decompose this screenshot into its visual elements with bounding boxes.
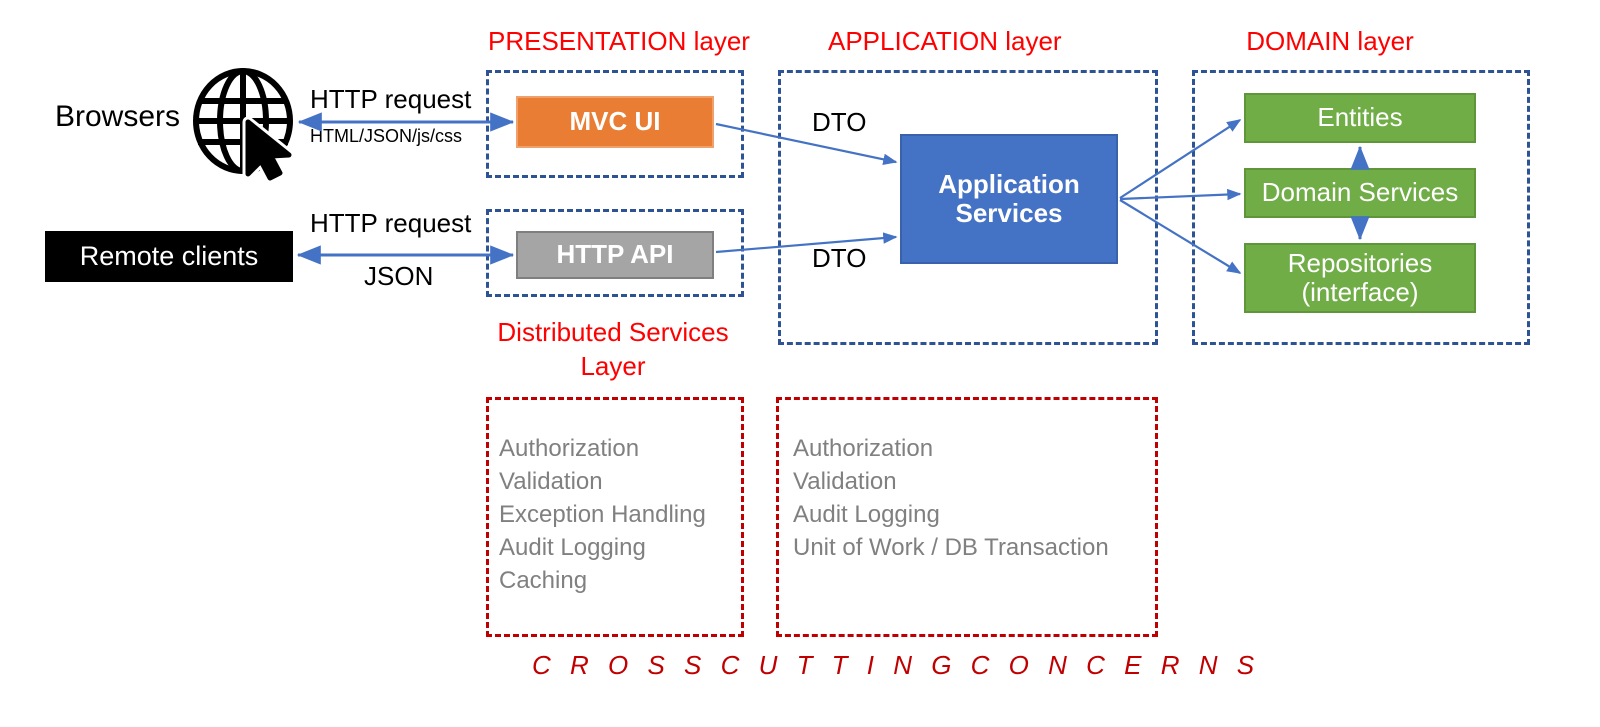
list-item: Validation [499, 468, 603, 495]
client-response-label: JSON [364, 261, 434, 291]
list-item: Audit Logging [793, 501, 940, 528]
repositories-line1: Repositories [1287, 247, 1433, 278]
browsers-label: Browsers [55, 100, 181, 133]
browser-response-label: HTML/JSON/js/css [310, 126, 463, 146]
list-item: Exception Handling [499, 501, 706, 528]
list-item: Caching [499, 567, 588, 594]
entities-box: Entities [1244, 93, 1476, 143]
layer-label-application: APPLICATION layer [828, 26, 1062, 56]
browser-request-label: HTTP request [310, 84, 472, 114]
layer-label-distributed-services: Distributed Services Layer [497, 317, 729, 381]
cross-cutting-application-box [776, 397, 1158, 637]
mvc-ui-box: MVC UI [516, 96, 714, 148]
application-services-line1: Application [938, 168, 1080, 199]
list-item: Audit Logging [499, 534, 646, 561]
application-services-line2: Services [955, 198, 1063, 228]
layer-label-domain: DOMAIN layer [1246, 26, 1414, 56]
list-item: Authorization [499, 435, 640, 462]
cross-cutting-concerns-title: C R O S S C U T T I N G C O N C E R N S [532, 650, 1261, 680]
dto-bottom-label: DTO [812, 243, 867, 273]
domain-services-box: Domain Services [1244, 168, 1476, 218]
dto-top-label: DTO [812, 107, 867, 137]
globe-cursor-icon [188, 66, 298, 184]
cross-cutting-presentation-box [486, 397, 744, 637]
repositories-line2: (interface) [1301, 277, 1419, 307]
list-item: Authorization [793, 435, 934, 462]
layer-label-presentation: PRESENTATION layer [488, 26, 750, 56]
client-request-label: HTTP request [310, 208, 472, 238]
remote-clients-box: Remote clients [45, 231, 293, 282]
list-item: Validation [793, 468, 897, 495]
cross-cutting-application-list: Authorization Validation Audit Logging U… [793, 432, 1109, 564]
application-services-box: Application Services [900, 134, 1118, 264]
repositories-box: Repositories (interface) [1244, 243, 1476, 313]
cross-cutting-presentation-list: Authorization Validation Exception Handl… [499, 432, 706, 597]
http-api-box: HTTP API [516, 231, 714, 279]
list-item: Unit of Work / DB Transaction [793, 534, 1109, 561]
